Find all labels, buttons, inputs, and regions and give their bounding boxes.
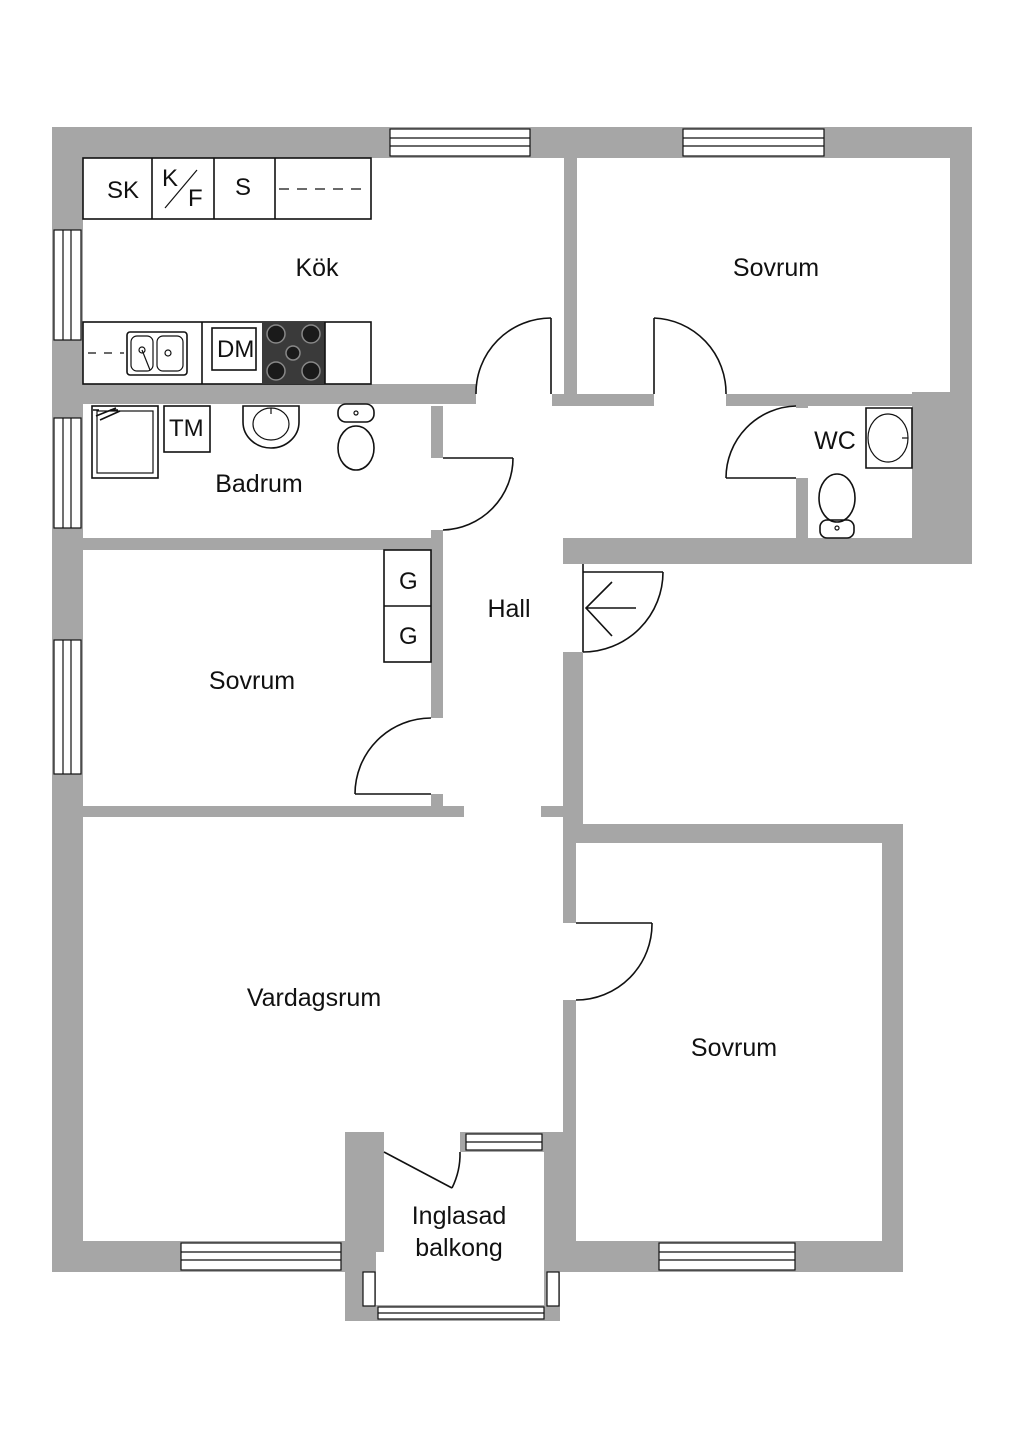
door-bedroom-left[interactable] bbox=[354, 717, 432, 795]
door-bedroom-top-right[interactable] bbox=[653, 317, 727, 395]
label-s: S bbox=[235, 174, 251, 201]
room-bedroom-left: Sovrum bbox=[209, 667, 295, 695]
label-tm: TM bbox=[169, 415, 204, 442]
label-sk: SK bbox=[107, 177, 139, 204]
door-wc[interactable] bbox=[725, 405, 797, 479]
room-living-room: Vardagsrum bbox=[247, 984, 381, 1012]
washbasin-icon bbox=[242, 405, 300, 449]
wc-washbasin-icon bbox=[865, 407, 913, 469]
room-hall: Hall bbox=[487, 595, 530, 623]
room-bedroom-top-right: Sovrum bbox=[733, 254, 819, 282]
label-kf-k: K bbox=[162, 165, 178, 192]
shower-icon bbox=[91, 405, 159, 479]
wardrobes bbox=[383, 549, 432, 663]
label-g2: G bbox=[399, 623, 418, 650]
label-kf-f: F bbox=[188, 185, 203, 212]
wc-toilet-icon bbox=[818, 473, 856, 539]
bathroom-fixtures bbox=[91, 403, 375, 479]
room-balcony-line1: Inglasad bbox=[412, 1202, 507, 1230]
doors bbox=[354, 317, 797, 1189]
door-balcony[interactable] bbox=[383, 1151, 461, 1189]
door-bedroom-bottom-right[interactable] bbox=[575, 922, 653, 1001]
door-bathroom[interactable] bbox=[442, 457, 514, 531]
fixture-labels: SK K F S DM TM G G bbox=[107, 165, 418, 650]
entrance-arrow-icon bbox=[584, 581, 636, 637]
windows bbox=[53, 128, 825, 1320]
room-bathroom: Badrum bbox=[215, 470, 303, 498]
stove-icon bbox=[262, 322, 325, 384]
wc-fixtures bbox=[818, 407, 913, 539]
room-labels: Kök Sovrum Badrum WC Hall Sovrum Vardags… bbox=[209, 254, 856, 1262]
room-wc: WC bbox=[814, 427, 856, 455]
room-kitchen: Kök bbox=[295, 254, 339, 282]
kitchen-fixtures bbox=[82, 157, 372, 385]
kitchen-sink-icon bbox=[126, 331, 188, 376]
label-dm: DM bbox=[217, 336, 254, 363]
room-bedroom-bottom-right: Sovrum bbox=[691, 1034, 777, 1062]
toilet-icon bbox=[337, 403, 375, 471]
door-entrance[interactable] bbox=[582, 564, 664, 653]
door-kitchen[interactable] bbox=[475, 317, 552, 395]
label-g1: G bbox=[399, 568, 418, 595]
room-balcony-line2: balkong bbox=[415, 1234, 503, 1262]
